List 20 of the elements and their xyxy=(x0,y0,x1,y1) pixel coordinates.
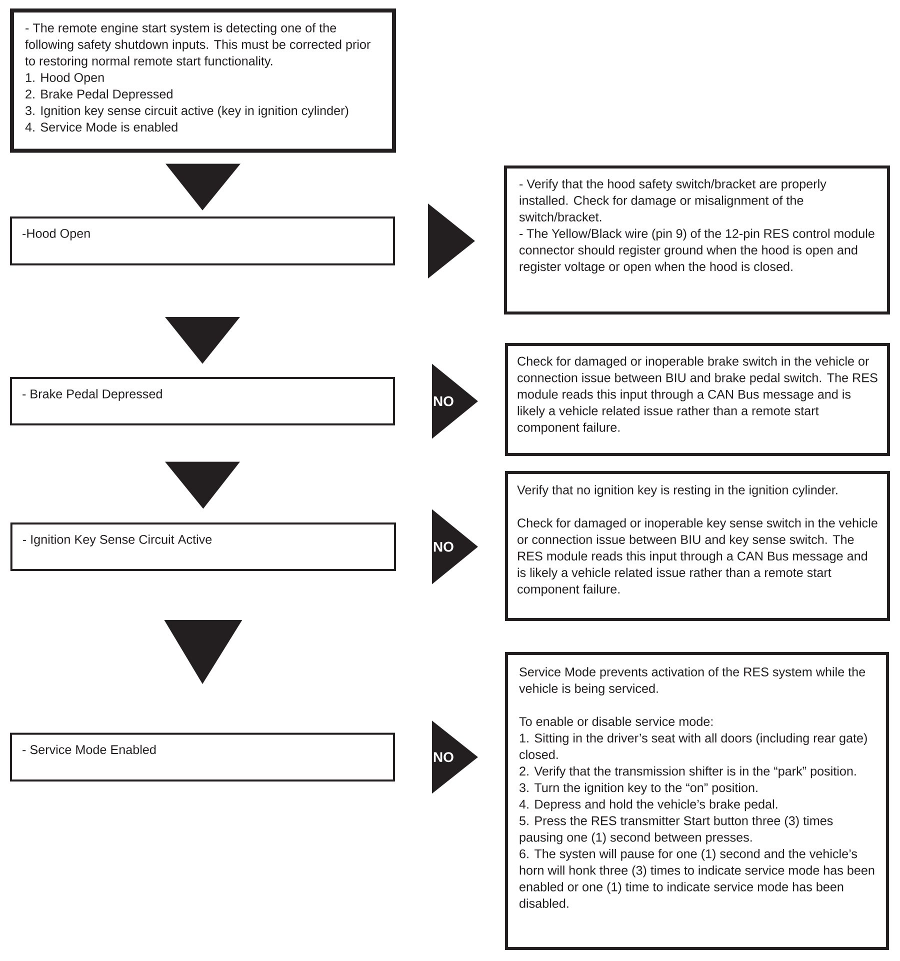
note-box: Check for damaged or inoperable brake switch in the vehicle or connection issue between BIU and brake pedal switch. The RES module reads this input through a CAN Bus message and is likely a vehicle related issue rather than a remote start component failure. xyxy=(505,343,890,456)
note-box: - Verify that the hood safety switch/bracket are properly installed. Check for damage or misalignment of the switch/bracket. - The Yellow/Black wire (pin 9) of the 12-pin RES control module connector should register ground when the hood is open and register voltage or open when the hood is closed. xyxy=(504,166,890,314)
edge-label: NO xyxy=(434,752,454,762)
note-box: Verify that no ignition key is resting in the ignition cylinder. Check for damaged or inoperable key sense switch in the vehicle or connection issue between BIU and key sense switch. The RES module reads this input through a CAN Bus message and is likely a vehicle related issue rather than a remote start component failure. xyxy=(505,471,890,621)
arrow xyxy=(432,509,478,584)
arrow xyxy=(165,462,240,509)
arrow xyxy=(428,203,475,278)
step-box: - Brake Pedal Depressed xyxy=(10,377,395,426)
arrow xyxy=(164,620,242,684)
arrow xyxy=(432,720,478,794)
edge-label: NO xyxy=(434,542,454,552)
arrow xyxy=(432,364,478,439)
notice-box: - The remote engine start system is detecting one of the following safety shutdown inputs. This must be corrected prior to restoring normal remote start functionality. 1. Hood Open 2. Brake Pedal Depressed 3. Ignition key sense circuit active (key in ignition cylinder) 4. Service Mode is enabled xyxy=(10,8,396,153)
arrow xyxy=(166,164,240,210)
step-box: - Ignition Key Sense Circuit Active xyxy=(10,522,396,571)
edge-label: NO xyxy=(434,396,454,406)
step-box: -Hood Open xyxy=(10,216,395,266)
step-box: - Service Mode Enabled xyxy=(10,732,395,782)
note-box: Service Mode prevents activation of the RES system while the vehicle is being serviced. To enable or disable service mode: 1. Sitting in the driver’s seat with all doors (including rear gate) closed. 2. Verify that the transmission shifter is in the “park” position. 3. Turn the ignition key to the “on” position. 4. Depress and hold the vehicle’s brake pedal. 5. Press the RES transmitter Start button three (3) times pausing one (1) second between presses. 6. The systen will pause for one (1) second and the vehicle’s horn will honk three (3) times to indicate service mode has been enabled or one (1) time to indicate service mode has been disabled. xyxy=(505,652,889,950)
arrow xyxy=(165,317,240,364)
